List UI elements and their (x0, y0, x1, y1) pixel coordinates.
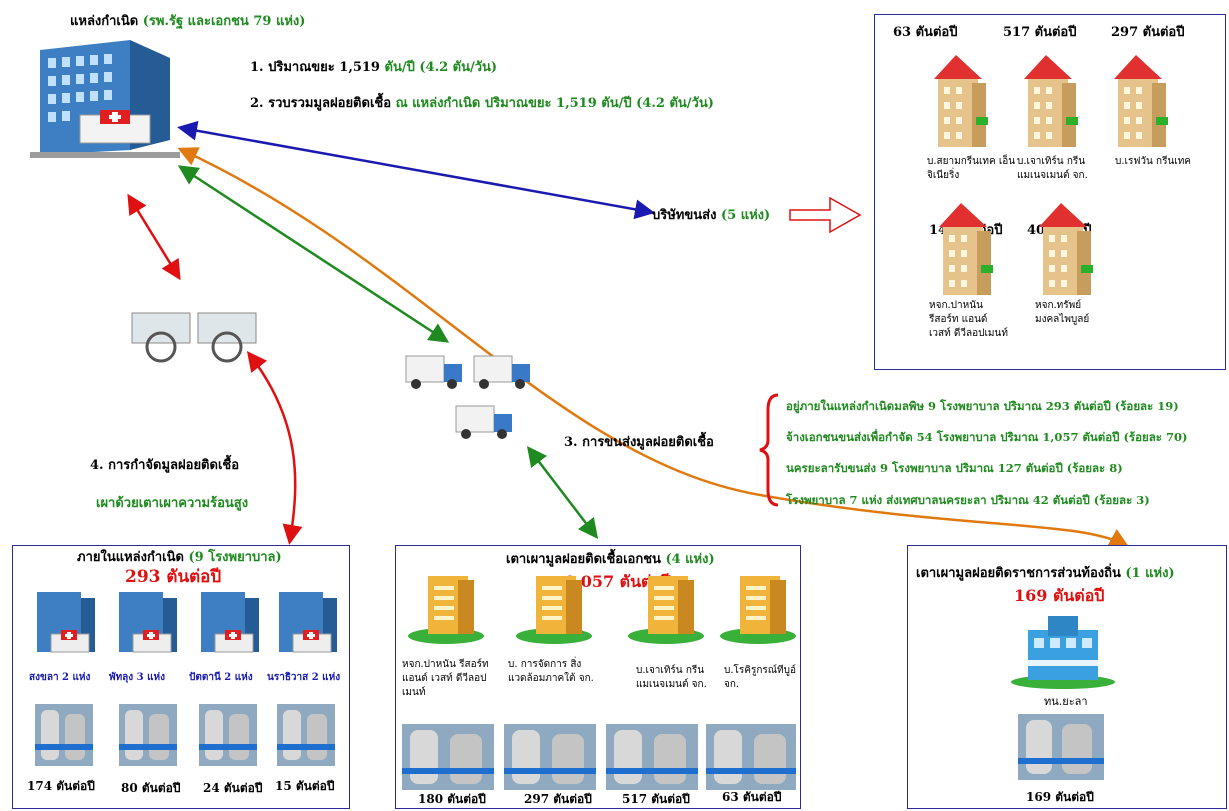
source-line2: 2. รวบรวมมูลฝอยติดเชื้อ ณ แหล่งกำเนิด ปร… (250, 96, 714, 112)
local-title: เตาเผามูลฝอยติดราชการส่วนท้องถิ่น (1 แห่… (916, 566, 1175, 582)
step4-label: 4. การกำจัดมูลฝอยติดเชื้อ (90, 458, 240, 473)
step3-item: นครยะลารับขนส่ง 9 โรงพยาบาล ปริมาณ 127 ต… (786, 461, 1123, 475)
step3-item: โรงพยาบาล 7 แห่ง ส่งเทศบาลนครยะลา ปริมาณ… (786, 493, 1150, 507)
factory-building-icon (514, 566, 594, 646)
local-title-main: เตาเผามูลฝอยติดราชการส่วนท้องถิ่น (916, 566, 1121, 581)
hospital-icon (271, 586, 341, 661)
incinerator-icon (277, 704, 335, 766)
arrow-to-local (177, 147, 1130, 548)
hospital-icon (20, 40, 180, 160)
hospital-icon (111, 586, 181, 661)
step4-method: เผาด้วยเตาเผาความร้อนสูง (96, 496, 249, 511)
arrow-carts-to-internal (246, 351, 303, 545)
factory-building-icon (718, 566, 798, 646)
hollow-arrow (789, 196, 862, 234)
truck-icon (404, 352, 534, 452)
local-panel: เตาเผามูลฝอยติดราชการส่วนท้องถิ่น (1 แห่… (907, 545, 1227, 809)
private-total: 1,057 ตันต่อปี (564, 572, 672, 591)
internal-total: 293 ตันต่อปี (125, 567, 222, 587)
source-line1: 1. ปริมาณขยะ 1,519 ตัน/ปี (4.2 ตัน/วัน) (250, 60, 497, 76)
company-name: หจก.ปาหนัน รีสอร์ท แอนด์ เวสท์ ดีวีลอปเม… (929, 300, 1008, 339)
source-line2-a: 2. รวบรวมมูลฝอยติดเชื้อ (250, 96, 392, 111)
building-icon (935, 195, 995, 295)
private-amount: 180 ตันต่อปี (418, 792, 486, 806)
arrow-trucks-to-private (526, 446, 599, 539)
private-title-sub: (4 แห่ง) (665, 552, 715, 567)
building-icon (1020, 47, 1080, 147)
private-amount: 297 ตันต่อปี (524, 792, 592, 806)
incinerator-icon (35, 704, 93, 766)
local-amount: 169 ตันต่อปี (1026, 790, 1094, 804)
building-icon (930, 47, 990, 147)
private-company: บ.เจาเทิร์น กรีน แมเนจเมนต์ จก. (636, 665, 707, 690)
transport-count: (5 แห่ง) (720, 208, 771, 223)
source-line1-a: 1. ปริมาณขยะ 1,519 (250, 60, 380, 75)
company-name: บ.เจาเทิร์น กรีน แมเนจเมนต์ จก. (1017, 156, 1088, 181)
company-amount: 517 ตันต่อปี (1003, 25, 1077, 40)
company-amount: 63 ตันต่อปี (893, 25, 958, 40)
source-title-main: แหล่งกำเนิด (70, 14, 139, 29)
incinerator-icon (402, 724, 494, 790)
hospital-province: พัทลุง 3 แห่ง (109, 672, 166, 683)
company-name: หจก.ทรัพย์ มงคลไพบูลย์ (1035, 300, 1090, 325)
step3-label: 3. การขนส่งมูลฝอยติดเชื้อ (564, 435, 714, 450)
hospital-province: ปัตตานี 2 แห่ง (189, 672, 253, 683)
source-line2-b: ณ แหล่งกำเนิด ปริมาณขยะ 1,519 ตัน/ปี (4.… (395, 96, 714, 111)
factory-building-icon (406, 566, 486, 646)
private-panel: เตาเผามูลฝอยติดเชื้อเอกชน (4 แห่ง) 1,057… (395, 545, 801, 809)
internal-amount: 15 ตันต่อปี (275, 779, 335, 793)
incinerator-icon (706, 724, 796, 790)
source-title-sub: (รพ.รัฐ และเอกชน 79 แห่ง) (142, 14, 306, 29)
transport-label-main: บริษัทขนส่ง (652, 208, 717, 223)
company-name: บ.สยามกรีนเทค เอ็นจิเนียริ่ง (927, 156, 1016, 181)
internal-title-main: ภายในแหล่งกำเนิด (77, 550, 184, 565)
incinerator-icon (199, 704, 257, 766)
step3-item: อยู่ภายในแหล่งกำเนิดมลพิษ 9 โรงพยาบาล ปร… (786, 399, 1179, 413)
internal-amount: 80 ตันต่อปี (121, 781, 181, 795)
local-total: 169 ตันต่อปี (1014, 586, 1105, 605)
incinerator-icon (504, 724, 596, 790)
private-title-main: เตาเผามูลฝอยติดเชื้อเอกชน (506, 552, 661, 567)
factory-building-icon (626, 566, 706, 646)
waste-cart-icon (128, 305, 263, 365)
hospital-province: สงขลา 2 แห่ง (29, 672, 91, 683)
step3-bracket (759, 393, 779, 507)
internal-amount: 174 ตันต่อปี (27, 779, 95, 793)
hospital-icon (193, 586, 263, 661)
internal-amount: 24 ตันต่อปี (203, 781, 263, 795)
transport-companies-panel: 63 ตันต่อปี 517 ตันต่อปี 297 ตันต่อปี บ.… (874, 14, 1226, 370)
private-amount: 517 ตันต่อปี (622, 792, 690, 806)
local-title-sub: (1 แห่ง) (1125, 566, 1175, 581)
internal-title-sub: (9 โรงพยาบาล) (188, 550, 282, 565)
internal-panel: ภายในแหล่งกำเนิด (9 โรงพยาบาล) 293 ตันต่… (12, 545, 350, 809)
company-name: บ.เรฟวัน กรีนเทค (1115, 156, 1191, 167)
internal-title: ภายในแหล่งกำเนิด (9 โรงพยาบาล) (77, 550, 282, 566)
step3-item: จ้างเอกชนขนส่งเพื่อกำจัด 54 โรงพยาบาล ปร… (786, 430, 1188, 444)
building-icon (1110, 47, 1170, 147)
hospital-province: นราธิวาส 2 แห่ง (267, 672, 341, 683)
arrow-to-transport (177, 120, 655, 220)
private-company: บ.โรคิรูกรณ์ทีบูอ์ จก. (724, 665, 796, 690)
transport-label: บริษัทขนส่ง (5 แห่ง) (652, 208, 770, 224)
source-title: แหล่งกำเนิด (รพ.รัฐ และเอกชน 79 แห่ง) (70, 14, 305, 30)
private-company: บ. การจัดการ สิ่งแวดล้อมภาคใต้ จก. (508, 659, 594, 684)
arrow-to-carts (127, 193, 181, 281)
local-name: ทน.ยะลา (1044, 695, 1088, 708)
private-company: หจก.ปาหนัน รีสอร์ท แอนด์ เวสท์ ดีวีลอปเม… (402, 659, 489, 698)
government-building-icon (1008, 610, 1118, 690)
hospital-icon (29, 586, 99, 661)
private-amount: 63 ตันต่อปี (722, 790, 782, 804)
private-title: เตาเผามูลฝอยติดเชื้อเอกชน (4 แห่ง) (506, 552, 715, 568)
company-amount: 297 ตันต่อปี (1111, 25, 1185, 40)
building-icon (1035, 195, 1095, 295)
incinerator-icon (606, 724, 698, 790)
source-line1-b: ตัน/ปี (4.2 ตัน/วัน) (384, 60, 498, 75)
incinerator-icon (1018, 714, 1104, 780)
incinerator-icon (119, 704, 177, 766)
